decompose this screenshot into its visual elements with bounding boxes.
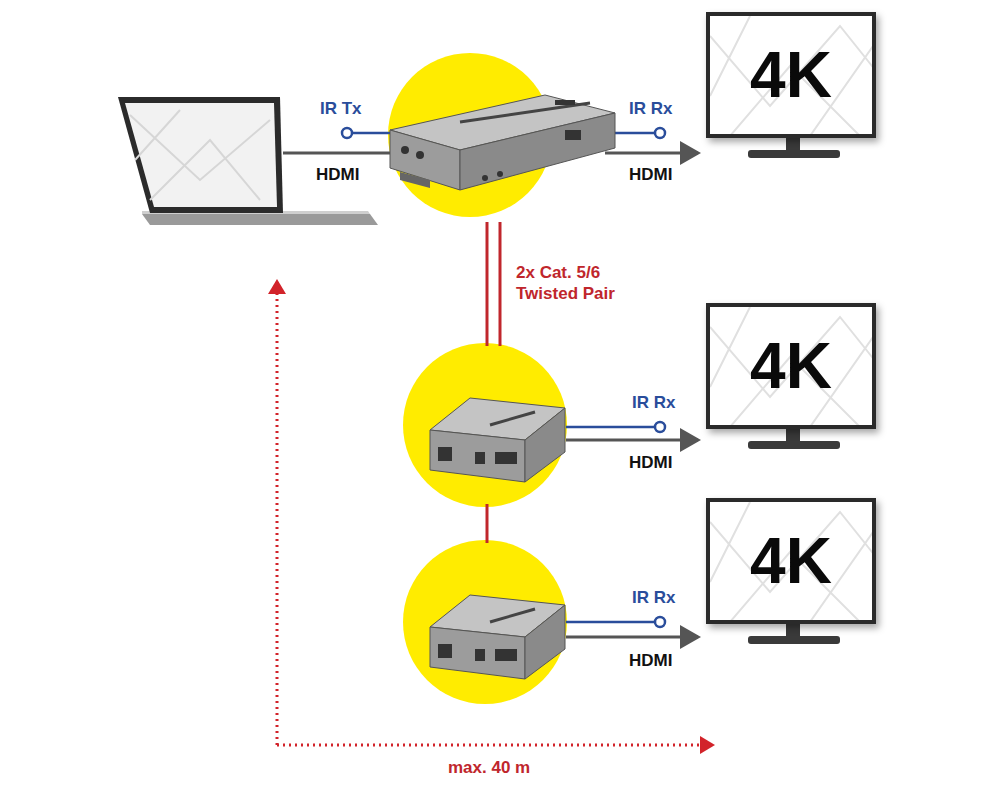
receiver-device [430,398,565,482]
receiver-device-part [525,605,565,679]
resolution-label: 4K [750,526,832,596]
signal-label: IR Rx [630,392,677,413]
twisted-pair-cable-part [486,504,489,543]
signal-label: IR Tx [318,98,364,119]
monitor-stand-part [786,137,800,151]
monitor-screen: 4K [706,12,876,138]
monitor-stand-part [786,623,800,637]
hdmi-cable-part [566,439,698,442]
transmitter-device-part [497,171,503,177]
laptop-part [125,103,277,207]
ir-cable-part [655,422,665,432]
screen-pattern-line [710,307,876,427]
hdmi-cable-part [566,636,698,639]
ir-cable-part [342,128,352,138]
signal-label: HDMI [627,452,674,473]
receiver-device-part [495,649,517,661]
transmitter-device-part [416,151,424,159]
receiver-device [430,595,565,679]
twisted-pair-cable-part [486,222,489,346]
transmitter-device-part [460,113,615,190]
ir-cable-part [566,426,655,429]
resolution-label: 4K [750,40,832,110]
transmitter-device-part [555,100,575,105]
receiver-device-part [495,452,517,464]
screen-pattern-line [710,502,876,622]
receiver-device-part [430,430,525,482]
monitor-stand-part [748,636,840,644]
twisted-pair-cable [487,222,500,543]
signal-label: IR Rx [630,587,677,608]
twisted-pair-cable-part [499,222,502,346]
ir-cable-part [566,621,655,624]
transmitter-device [390,95,615,190]
monitor-screen: 4K [706,498,876,624]
distance-arrow-part [277,744,712,747]
transmitter-device-part [482,175,488,181]
transmitter-device-part [401,146,409,154]
laptop-part [142,214,378,225]
signal-label: HDMI [314,164,361,185]
monitor-stand-part [786,428,800,442]
transmitter-device-part [460,103,590,122]
highlight-circle-part [403,540,567,704]
laptop-part [130,110,270,200]
receiver-device-part [490,609,535,622]
receiver-device-part [475,452,485,464]
receiver-device-part [525,408,565,482]
receiver-device-part [438,447,452,461]
hdmi-cable-part [605,152,698,155]
monitor-stand-part [748,150,840,158]
transmitter-device-part [565,130,581,140]
monitor-stand [748,137,840,644]
receiver-device-part [475,649,485,661]
distance-arrow [277,282,712,745]
signal-label: HDMI [627,164,674,185]
receiver-device-part [430,627,525,679]
hdmi-cable [283,153,698,637]
highlight-circle-part [403,343,567,507]
receiver-device-part [438,644,452,658]
cable-label: 2x Cat. 5/6 Twisted Pair [514,262,646,304]
transmitter-device-part [400,172,430,188]
ir-cable-part [655,128,665,138]
transmitter-device-part [390,130,460,190]
ir-cable-part [655,617,665,627]
distance-arrow-part [276,282,279,745]
monitor-screen: 4K [706,303,876,429]
laptop-part [118,97,283,213]
resolution-label: 4K [750,331,832,401]
signal-label: IR Rx [627,98,674,119]
hdmi-cable-part [283,152,392,155]
signal-label: HDMI [627,650,674,671]
ir-cable [342,128,665,627]
distance-label: max. 40 m [446,757,532,778]
monitor-stand-part [748,441,840,449]
laptop [118,97,378,225]
screen-pattern-line [710,16,876,136]
receiver-device-part [490,412,535,425]
